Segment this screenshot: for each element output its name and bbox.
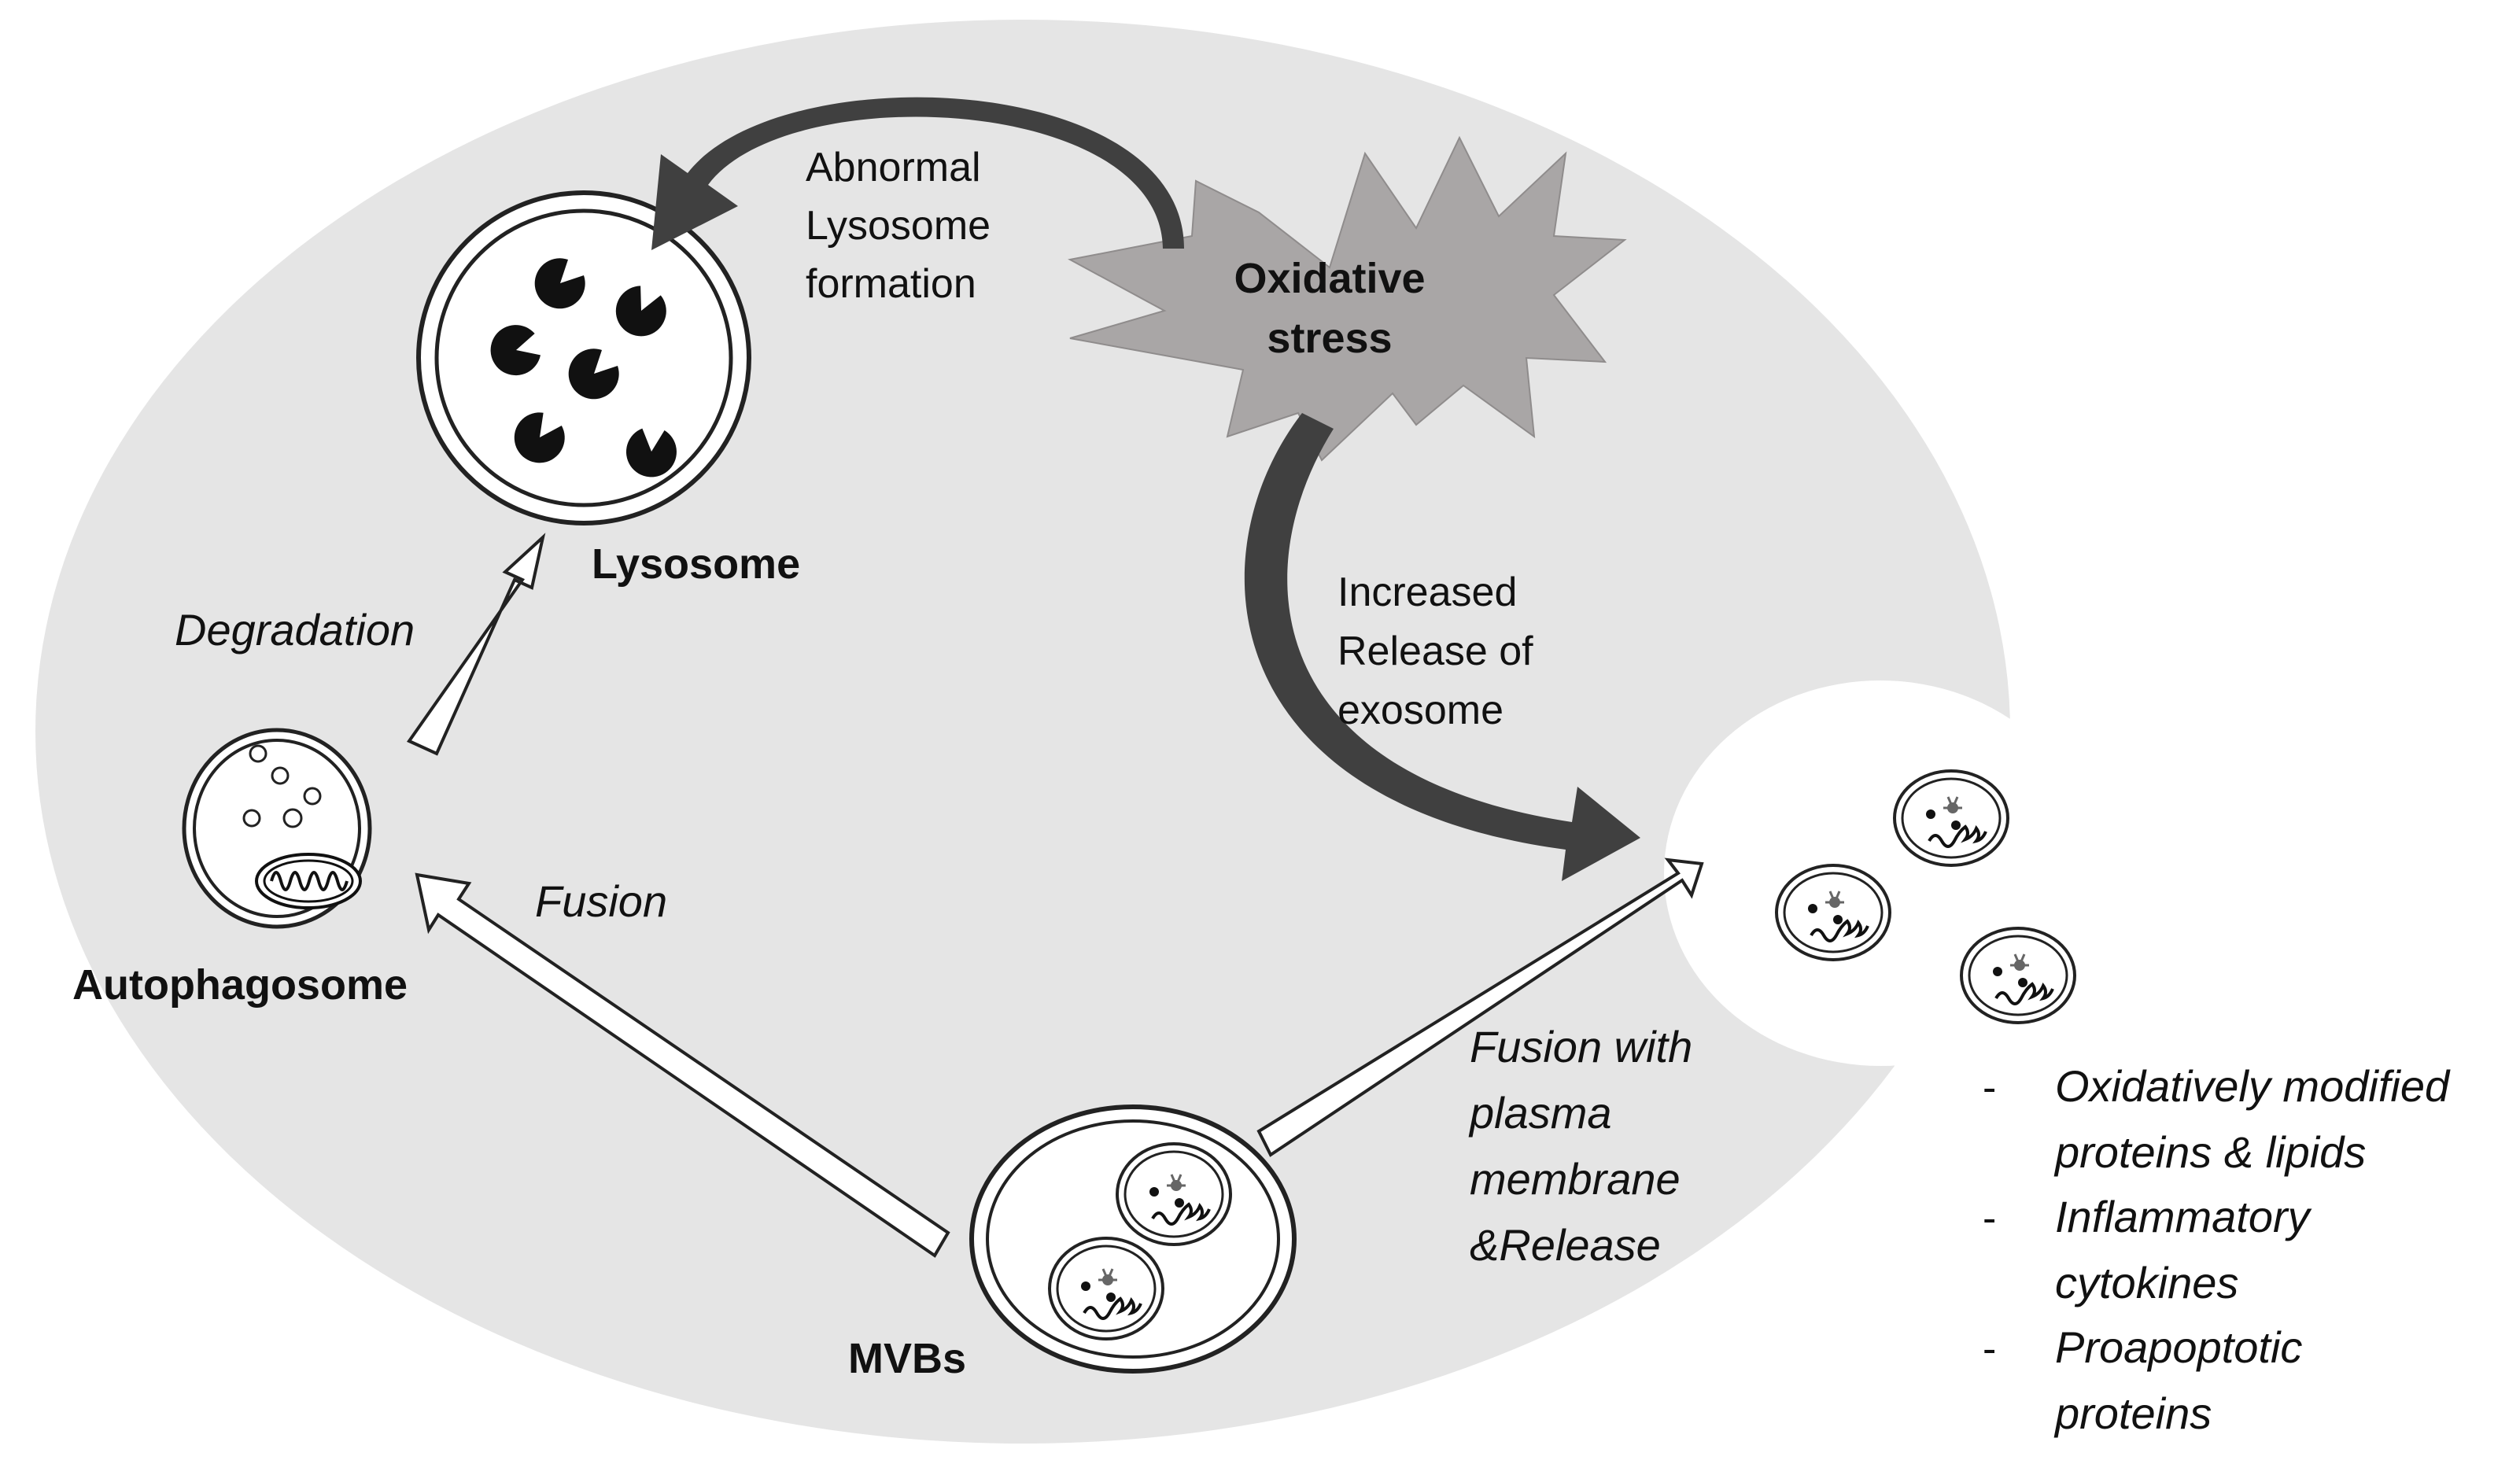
exosome: [1960, 927, 2076, 1024]
increased-label-3: exosome: [1337, 688, 1504, 733]
mvb: [969, 1104, 1297, 1374]
cargo-list: - Oxidatively modified proteins & lipids…: [1983, 1061, 2451, 1438]
intraluminal-vesicle: [1048, 1237, 1164, 1340]
oxidative-stress-line2: stress: [1267, 315, 1392, 362]
increased-label-2: Release of: [1337, 629, 1533, 674]
degradation-arrow: [406, 533, 546, 756]
cargo-item-1-line2: proteins & lipids: [2053, 1127, 2366, 1177]
abnormal-label-3: formation: [806, 261, 976, 307]
cargo-item-1-line1: Oxidatively modified: [2055, 1061, 2451, 1111]
fusion-membrane-arrow: [1256, 857, 1704, 1157]
increased-release-arrow: [1244, 413, 1640, 881]
cargo-item-3-line1: Proapoptotic: [2055, 1322, 2302, 1372]
abnormal-label-2: Lysosome: [806, 203, 991, 249]
lysosome: [416, 190, 751, 525]
vesicle-icon: [242, 744, 322, 828]
autophagosome: [182, 728, 372, 929]
exosome: [1893, 769, 2009, 867]
lysosome-label: Lysosome: [592, 540, 800, 588]
mitochondrion-icon: [255, 853, 362, 909]
cargo-item-2-line1: Inflammatory: [2055, 1192, 2312, 1241]
fusion-arrow: [415, 872, 950, 1258]
fusion-membrane-label-4: &Release: [1470, 1220, 1661, 1270]
cargo-bullet: -: [1983, 1065, 1996, 1111]
fusion-label: Fusion: [535, 876, 667, 926]
mvbs-label: MVBs: [848, 1335, 966, 1382]
degradation-label: Degradation: [175, 605, 415, 655]
abnormal-label-1: Abnormal: [806, 145, 981, 190]
fusion-membrane-label-1: Fusion with: [1470, 1022, 1692, 1071]
cargo-item-3-line2: proteins: [2053, 1388, 2212, 1438]
increased-label-1: Increased: [1337, 570, 1517, 615]
cargo-item-2-line2: cytokines: [2055, 1258, 2238, 1307]
oxidative-stress-line1: Oxidative: [1234, 255, 1425, 302]
fusion-membrane-label-3: membrane: [1470, 1154, 1681, 1204]
autophagosome-label: Autophagosome: [72, 961, 408, 1009]
oxidative-stress-starburst: [1068, 135, 1627, 462]
cargo-bullet: -: [1983, 1326, 1996, 1372]
abnormal-lysosome-arrow: [651, 97, 1184, 251]
fusion-membrane-label-2: plasma: [1468, 1088, 1612, 1138]
cargo-bullet: -: [1983, 1196, 1996, 1241]
exosome: [1775, 864, 1891, 961]
intraluminal-vesicle: [1116, 1142, 1232, 1246]
